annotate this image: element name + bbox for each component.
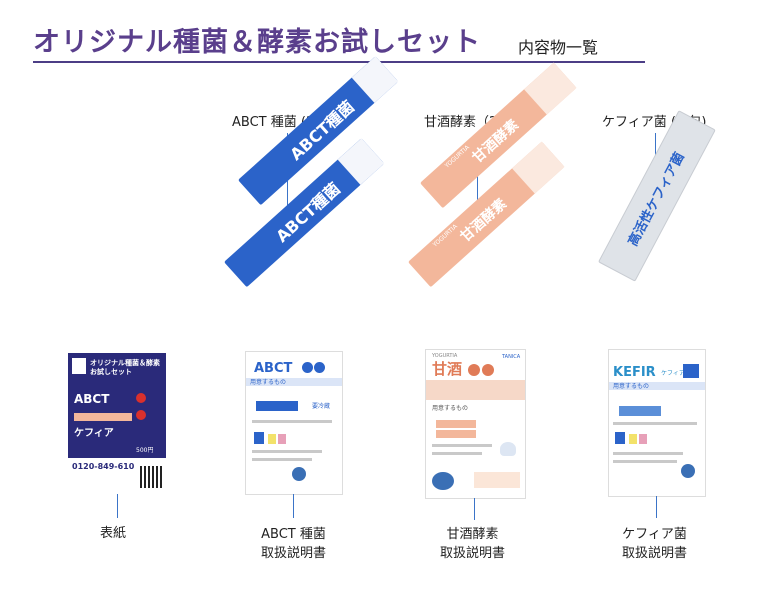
abct-manual-milk-icon [254,432,264,444]
cover-amazake-bar [74,413,132,421]
amazake-manual-document: YOGURTIA TANICA 甘酒 用意するもの [425,349,526,499]
cover-phone: 0120-849-610 [72,462,135,471]
leader-line-kefir-manual [656,496,657,518]
abct-manual-badge: 要冷蔵 [312,403,331,410]
caption-kefir-manual: ケフィア菌 取扱説明書 [622,525,687,563]
kefir-stick-text: 高活性ケフィア菌 [625,150,688,249]
cover-heading: オリジナル種菌＆酵素お試しセット [90,359,160,376]
caption-cover-line1: 表紙 [100,526,127,541]
caption-abct-manual-line2: 取扱説明書 [261,546,327,561]
kefir-manual-pack-icon-1 [629,434,637,444]
kefir-manual-section-bar [609,382,705,390]
page-title: オリジナル種菌＆酵素お試しセット [33,27,481,58]
title-underline [33,61,645,63]
caption-cover: 表紙 [100,524,126,543]
amazake-manual-circle-1 [468,364,480,376]
page-subtitle: 内容物一覧 [518,38,599,57]
caption-amazake-manual: 甘酒酵素 取扱説明書 [440,525,505,563]
amazake-manual-brand: YOGURTIA [432,353,458,359]
amazake-manual-maker-icon [432,472,454,490]
amazake-manual-product-bar-1 [436,420,476,428]
caption-amazake-manual-line2: 取扱説明書 [440,546,506,561]
kefir-manual-heading: KEFIR [613,365,656,380]
kefir-manual-milk-icon [615,432,625,444]
amazake-stick-text: 甘酒酵素 [457,195,510,246]
caption-abct-manual: ABCT 種菌 取扱説明書 [261,525,326,563]
cover-document: オリジナル種菌＆酵素お試しセット ABCT ケフィア 500円 0120-849… [68,353,166,492]
abct-manual-circle-1 [302,362,313,373]
kefir-stick-pack: 高活性ケフィア菌 [598,110,716,282]
kefir-manual-text-line [613,422,697,425]
amazake-manual-section: 用意するもの [432,405,469,412]
amazake-brand-text: YOGURTIA [443,144,471,170]
leader-line-cover [117,494,118,518]
amazake-manual-header-band [426,380,525,400]
abct-manual-heading: ABCT [254,361,293,376]
kefir-manual-section: 用意するもの [613,383,650,390]
caption-kefir-manual-line2: 取扱説明書 [622,546,688,561]
caption-abct-manual-line1: ABCT 種菌 [261,527,326,542]
abct-manual-section-bar [246,378,342,386]
caption-kefir-manual-line1: ケフィア菌 [622,527,687,542]
cover-badge-2 [136,410,146,420]
abct-manual-product-bar [256,401,298,411]
abct-manual-text-line [252,458,312,461]
abct-manual-section: 用意するもの [250,379,287,386]
kefir-manual-text-line [613,452,683,455]
kefir-manual-maker-icon [681,464,695,478]
kefir-manual-document: KEFIR ケフィア 用意するもの [608,349,706,497]
cover-qr-code [140,466,162,488]
kefir-manual-badge [683,364,699,378]
abct-manual-document: ABCT 用意するもの 要冷蔵 [245,351,343,495]
amazake-manual-jar-icon [500,442,516,456]
amazake-manual-heading: 甘酒 [432,360,463,378]
cover-logo-box [72,358,86,374]
abct-manual-circle-2 [314,362,325,373]
cover-badge-1 [136,393,146,403]
leader-line-abct-manual [293,494,294,518]
amazake-manual-maker: TANICA [502,354,521,360]
amazake-manual-circle-2 [482,364,494,376]
kefir-manual-product-bar [619,406,661,416]
abct-manual-text-line [252,420,332,423]
cover-line-abct: ABCT [74,392,110,406]
abct-manual-pack-icon-1 [268,434,276,444]
abct-manual-maker-icon [292,467,306,481]
leader-line-amazake-manual [474,498,475,520]
amazake-manual-product-bar-2 [436,430,476,438]
kefir-manual-pack-icon-2 [639,434,647,444]
abct-manual-pack-icon-2 [278,434,286,444]
amazake-manual-text-line [432,452,482,455]
kefir-manual-text-line [613,460,677,463]
kefir-manual-sub: ケフィア [661,370,685,377]
caption-amazake-manual-line1: 甘酒酵素 [446,527,499,542]
cover-line-kefir: ケフィア [74,428,114,439]
amazake-manual-text-line [432,444,492,447]
amazake-manual-note-box [474,472,520,488]
amazake-brand-text: YOGURTIA [431,223,459,249]
abct-manual-text-line [252,450,322,453]
cover-price: 500円 [136,447,154,454]
